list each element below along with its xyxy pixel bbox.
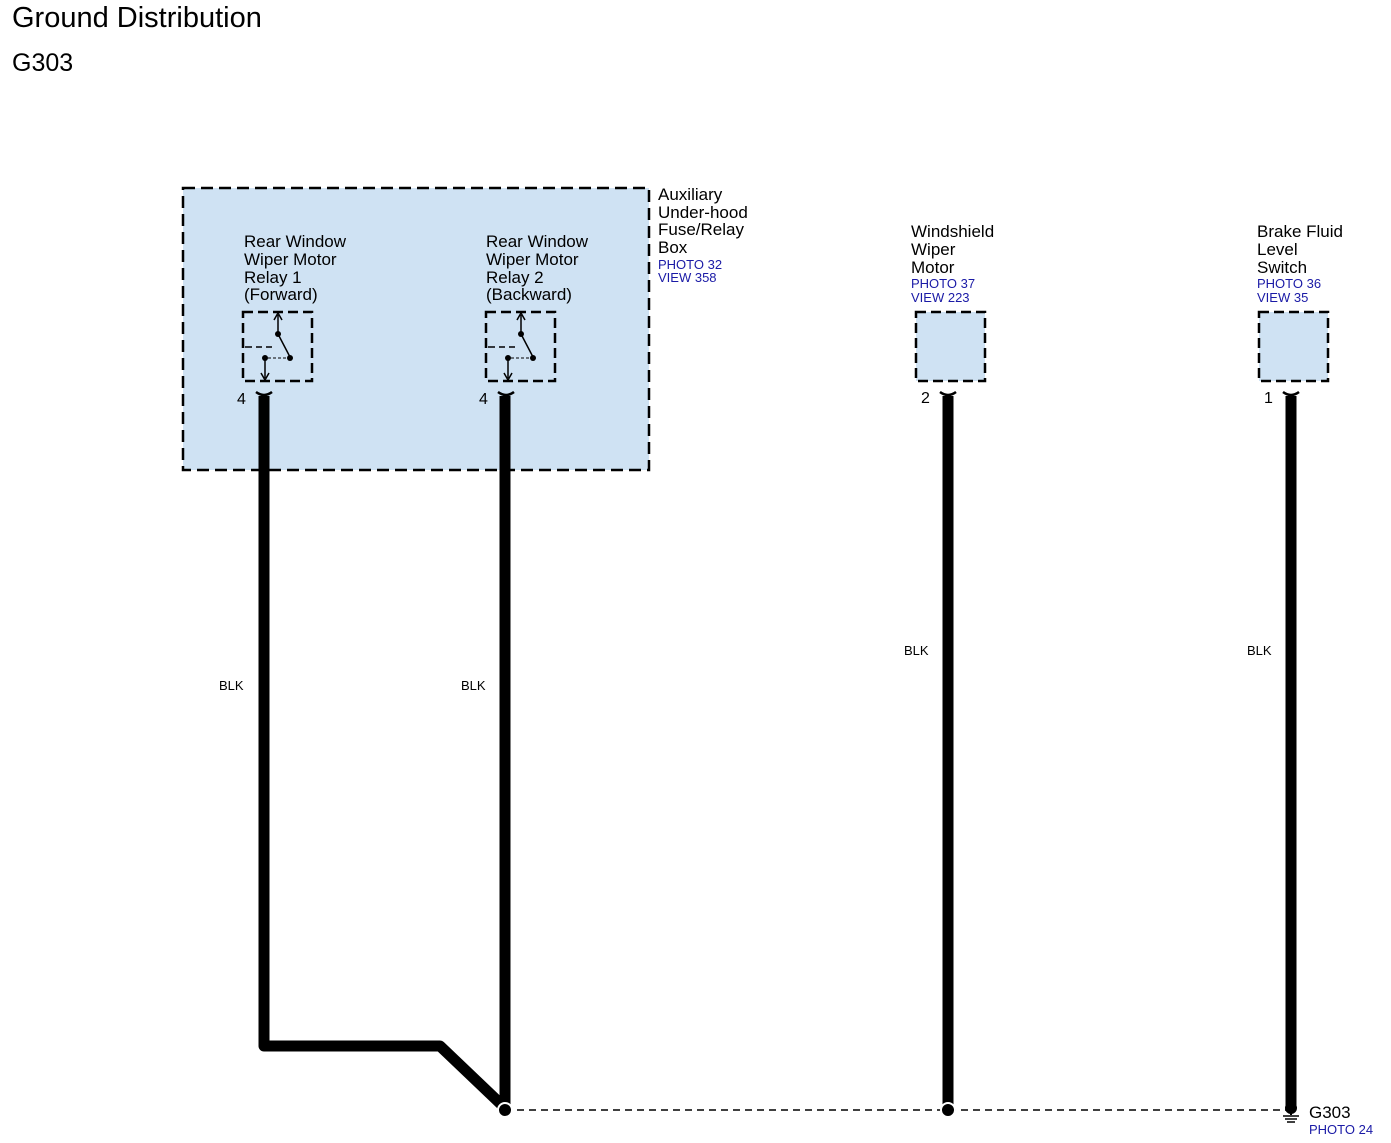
wiper-motor-pin-terminal (939, 390, 957, 397)
relay2-pin-terminal (497, 390, 515, 397)
relay2-wire-color-label: BLK (461, 678, 486, 693)
brake-switch-pin-terminal (1282, 390, 1300, 397)
splice-point-wiper-motor (940, 1102, 956, 1118)
page-title: Ground Distribution (12, 2, 262, 34)
ground-symbol-icon[interactable] (1283, 1102, 1299, 1123)
brake-switch-photo-link[interactable]: PHOTO 36 (1257, 276, 1321, 291)
ground-photo-link[interactable]: PHOTO 24 (1309, 1122, 1373, 1137)
fuse-box-name-line-3: Fuse/Relay (658, 220, 744, 239)
fuse-box-name-line-4: Box (658, 238, 688, 257)
relay1-pin-terminal (255, 390, 273, 397)
wiper-motor-view-link[interactable]: VIEW 223 (911, 290, 970, 305)
fuse-relay-box[interactable] (181, 186, 651, 472)
fuse-box-view-link[interactable]: VIEW 358 (658, 270, 717, 285)
relay1-wire[interactable] (258, 396, 509, 1112)
ground-name-label: G303 (1309, 1103, 1351, 1122)
relay1-symbol[interactable] (241, 310, 314, 383)
brake-switch-name-line-1: Brake Fluid (1257, 222, 1343, 241)
relay1-pin-number: 4 (237, 391, 246, 408)
relay1-name-line-1: Rear Window (244, 232, 347, 251)
fuse-box-name-line-1: Auxiliary (658, 185, 723, 204)
relay2-symbol[interactable] (484, 310, 557, 383)
relay1-wire-color-label: BLK (219, 678, 244, 693)
wiper-motor-wire-color-label: BLK (904, 643, 929, 658)
page-subtitle: G303 (12, 49, 74, 77)
wiper-motor-name-line-1: Windshield (911, 222, 994, 241)
relay2-pin-number: 4 (479, 391, 488, 408)
relay1-name-line-2: Wiper Motor (244, 250, 337, 269)
brake-switch-connector[interactable] (1257, 310, 1330, 383)
relay2-name-line-3: Relay 2 (486, 268, 544, 287)
relay1-name-line-4: (Forward) (244, 285, 318, 304)
relay1-name-line-3: Relay 1 (244, 268, 302, 287)
wiper-motor-photo-link[interactable]: PHOTO 37 (911, 276, 975, 291)
brake-switch-name-line-3: Switch (1257, 258, 1307, 277)
wiper-motor-name-line-2: Wiper (911, 240, 956, 259)
brake-switch-view-link[interactable]: VIEW 35 (1257, 290, 1308, 305)
brake-switch-name-line-2: Level (1257, 240, 1298, 259)
wiper-motor-name-line-3: Motor (911, 258, 955, 277)
relay2-name-line-4: (Backward) (486, 285, 572, 304)
fuse-box-name-line-2: Under-hood (658, 203, 748, 222)
wiper-motor-pin-number: 2 (921, 390, 930, 407)
fuse-box-photo-link[interactable]: PHOTO 32 (658, 257, 722, 272)
relay2-name-line-2: Wiper Motor (486, 250, 579, 269)
wiper-motor-connector[interactable] (914, 310, 987, 383)
brake-switch-pin-number: 1 (1264, 390, 1273, 407)
relay2-name-line-1: Rear Window (486, 232, 589, 251)
brake-switch-wire-color-label: BLK (1247, 643, 1272, 658)
splice-point-relay2 (497, 1102, 513, 1118)
